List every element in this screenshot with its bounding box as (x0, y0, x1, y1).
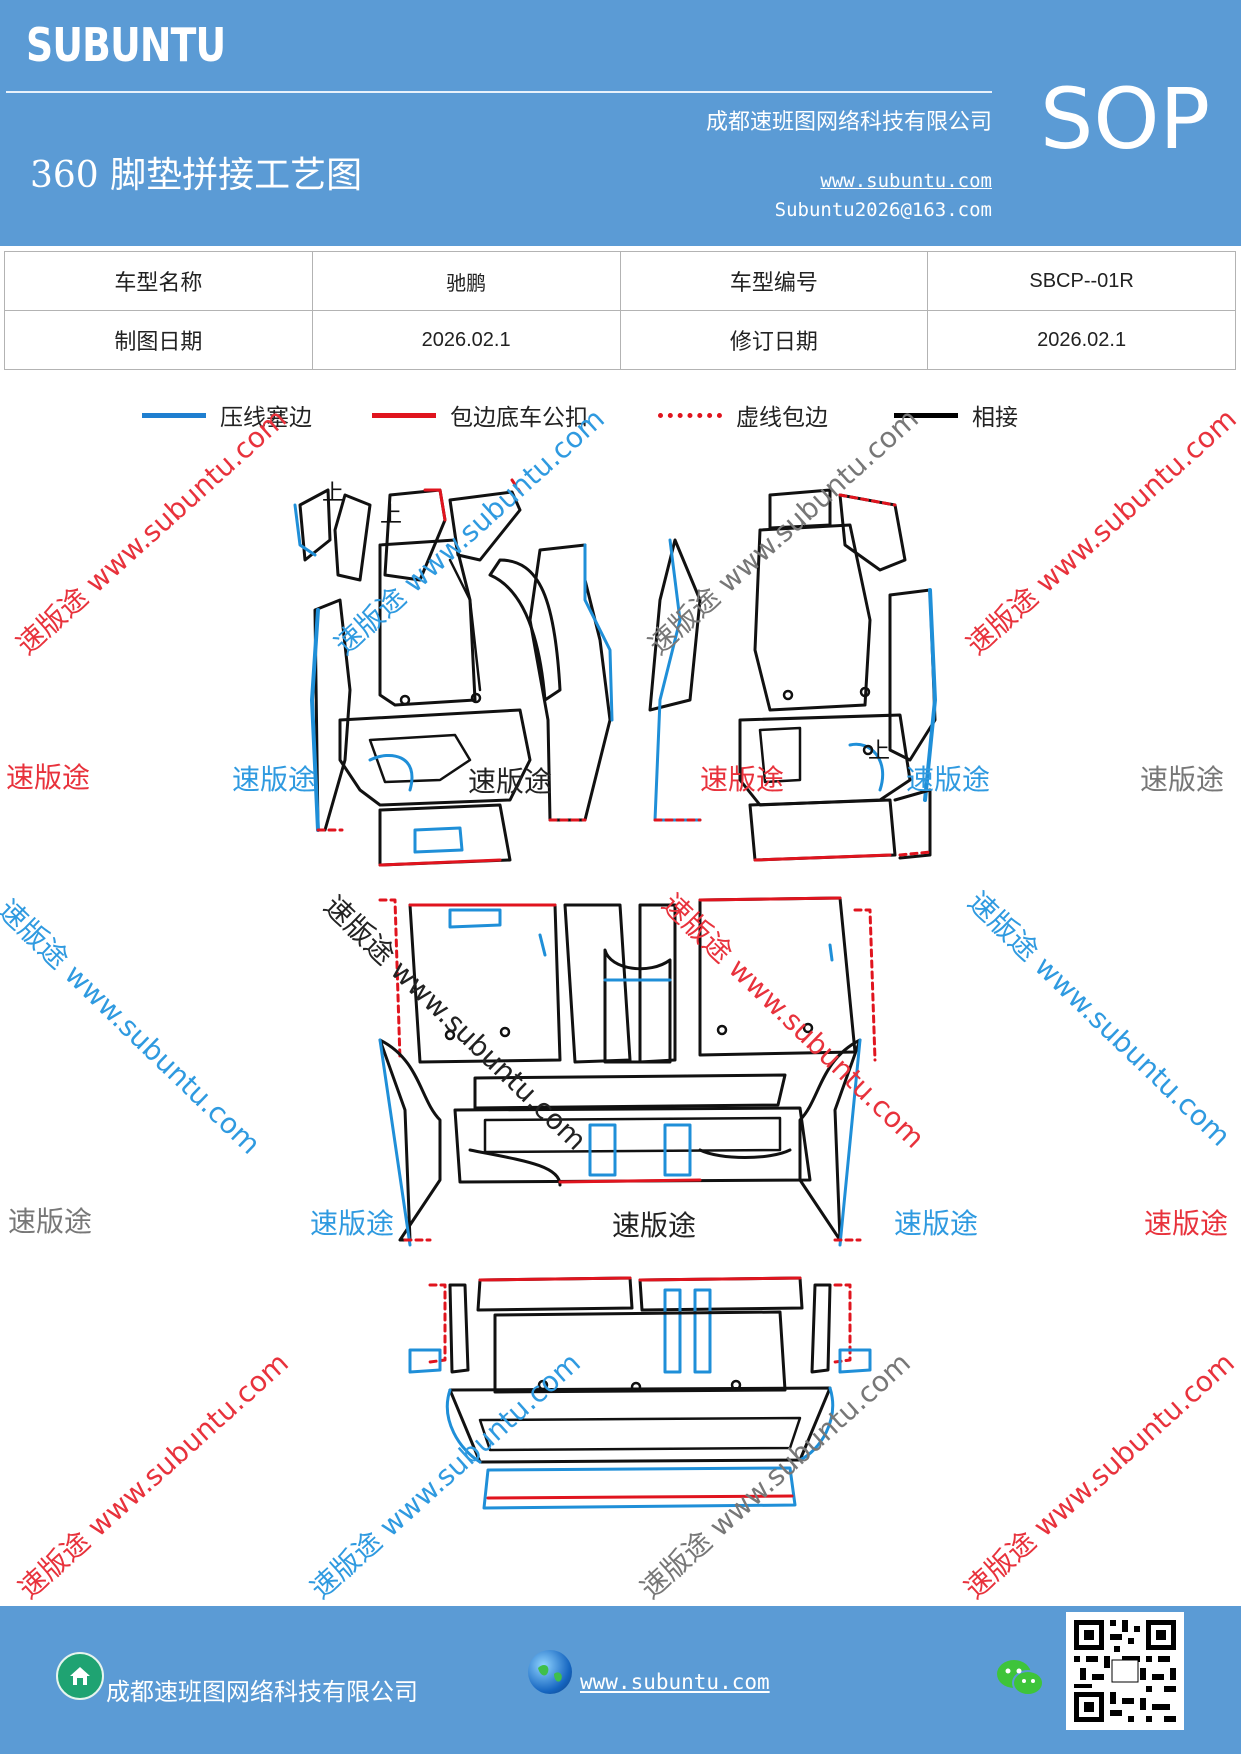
legend-label: 相接 (972, 405, 1018, 431)
up-label: 上 (322, 481, 344, 506)
header-divider (6, 91, 992, 93)
mat-second-row (378, 896, 877, 1247)
vehicle-info-table: 车型名称 驰鹏 车型编号 SBCP--01R 制图日期 2026.02.1 修订… (4, 251, 1236, 370)
wechat-icon[interactable] (994, 1656, 1048, 1700)
legend-swatch (372, 412, 436, 418)
revision-date-value: 2026.02.1 (927, 310, 1236, 370)
watermark-text: 速版途 (700, 763, 785, 796)
footer-company: 成都速班图网络科技有限公司 (106, 1678, 418, 1706)
watermark-text: 速版途 (1144, 1207, 1229, 1240)
drawing-date-label: 制图日期 (4, 310, 313, 370)
revision-date-label: 修订日期 (619, 310, 929, 370)
legend-item-pressed-line: 压线塞边 (142, 398, 312, 432)
floor-mat-diagram: 上 上 上 (293, 478, 937, 1510)
legend-item-edge-binding: 包边底车公扣 (372, 398, 588, 432)
model-code-label: 车型编号 (619, 251, 929, 311)
qr-code[interactable] (1066, 1612, 1184, 1730)
watermark-text: 速版途 (1140, 763, 1225, 796)
legend-label: 压线塞边 (220, 405, 312, 431)
watermark-text: 速版途 (232, 763, 317, 796)
legend-swatch (658, 412, 722, 418)
page-footer: 成都速班图网络科技有限公司 www.subuntu.com (0, 1606, 1241, 1754)
legend-label: 虚线包边 (736, 405, 828, 431)
up-label: 上 (380, 503, 402, 528)
globe-icon (528, 1650, 572, 1694)
legend-item-joined: 相接 (894, 398, 1018, 432)
page-title: 360 脚垫拼接工艺图 (30, 155, 363, 196)
header-company: 成都速班图网络科技有限公司 (705, 110, 992, 135)
up-label: 上 (868, 739, 890, 764)
watermark-text: 速版途 (906, 763, 991, 796)
footer-website-link[interactable]: www.subuntu.com (580, 1670, 770, 1694)
page-header: SUBUNTU 360 脚垫拼接工艺图 成都速班图网络科技有限公司 www.su… (0, 0, 1241, 246)
legend-label: 包边底车公扣 (450, 405, 588, 431)
model-name-label: 车型名称 (4, 251, 313, 311)
model-name-value: 驰鹏 (311, 251, 621, 311)
mat-front-left (293, 478, 614, 867)
drawing-date-value: 2026.02.1 (311, 310, 621, 370)
watermark-text: 速版途 (894, 1207, 979, 1240)
legend-item-dotted-binding: 虚线包边 (658, 398, 828, 432)
watermark-text: 速版途 (8, 1205, 93, 1238)
watermark-text: 速版途 (310, 1207, 395, 1240)
sop-label: SOP (1040, 70, 1211, 168)
legend-swatch (142, 412, 206, 418)
legend-swatch (894, 412, 958, 418)
watermark-text: 速版途 (468, 765, 553, 798)
home-icon (56, 1652, 104, 1700)
header-website-link[interactable]: www.subuntu.com (820, 170, 992, 192)
table-row: 车型名称 驰鹏 车型编号 SBCP--01R (4, 251, 1236, 311)
model-code-value: SBCP--01R (927, 251, 1236, 311)
watermark-text: 速版途 (6, 761, 91, 794)
table-row: 制图日期 2026.02.1 修订日期 2026.02.1 (4, 310, 1236, 370)
watermark-text: 速版途 (612, 1209, 697, 1242)
header-email[interactable]: Subuntu2026@163.com (774, 199, 992, 221)
legend: 压线塞边 包边底车公扣 虚线包边 相接 (0, 398, 1241, 438)
mat-front-right (648, 488, 937, 862)
mat-third-row (408, 1276, 872, 1510)
brand-logo: SUBUNTU (26, 18, 226, 72)
